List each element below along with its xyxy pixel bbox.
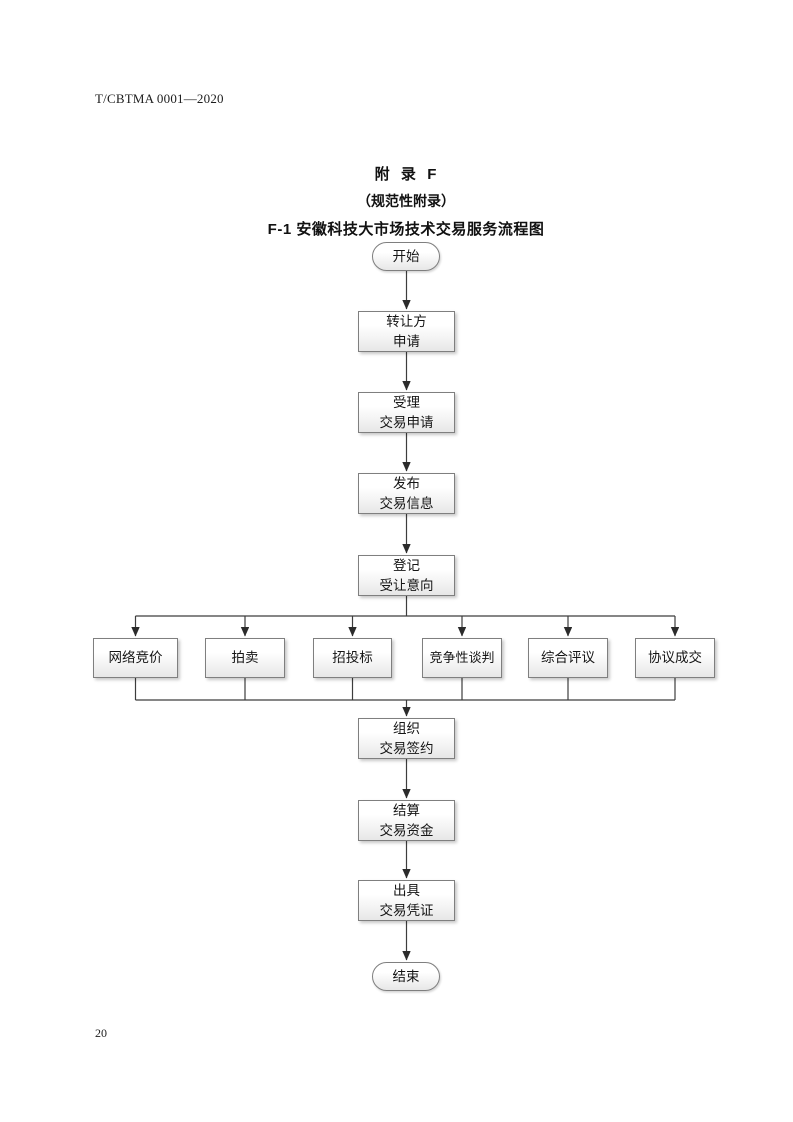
flow-step-register-intention: 登记 受让意向	[358, 555, 455, 596]
flow-step-settle-funds: 结算 交易资金	[358, 800, 455, 841]
flow-start-node: 开始	[372, 242, 440, 271]
appendix-subtitle: （规范性附录）	[357, 193, 455, 209]
document-header-code: T/CBTMA 0001—2020	[95, 91, 224, 106]
flow-step-organize-signing: 组织 交易签约	[358, 718, 455, 759]
branch-merge-lines	[134, 678, 676, 717]
appendix-title-block: 附 录 F （规范性附录） F-1 安徽科技大市场技术交易服务流程图	[13, 163, 793, 239]
flow-branch-agreement-deal: 协议成交	[635, 638, 715, 678]
flowchart-caption: F-1 安徽科技大市场技术交易服务流程图	[267, 221, 545, 238]
flow-branch-comprehensive-evaluation: 综合评议	[528, 638, 608, 678]
flow-branch-competitive-negotiation: 竞争性谈判	[422, 638, 502, 678]
branch-distribution-lines	[131, 596, 680, 637]
flow-end-node: 结束	[372, 962, 440, 991]
flow-step-transferor-application: 转让方 申请	[358, 311, 455, 352]
flow-branch-tender: 招投标	[313, 638, 392, 678]
flow-step-issue-certificate: 出具 交易凭证	[358, 880, 455, 921]
appendix-title: 附 录 F	[374, 166, 438, 183]
flow-branch-auction: 拍卖	[205, 638, 285, 678]
page-number: 20	[95, 1026, 107, 1040]
flow-step-accept-application: 受理 交易申请	[358, 392, 455, 433]
flow-branch-online-bidding: 网络竞价	[93, 638, 178, 678]
flow-step-publish-info: 发布 交易信息	[358, 473, 455, 514]
